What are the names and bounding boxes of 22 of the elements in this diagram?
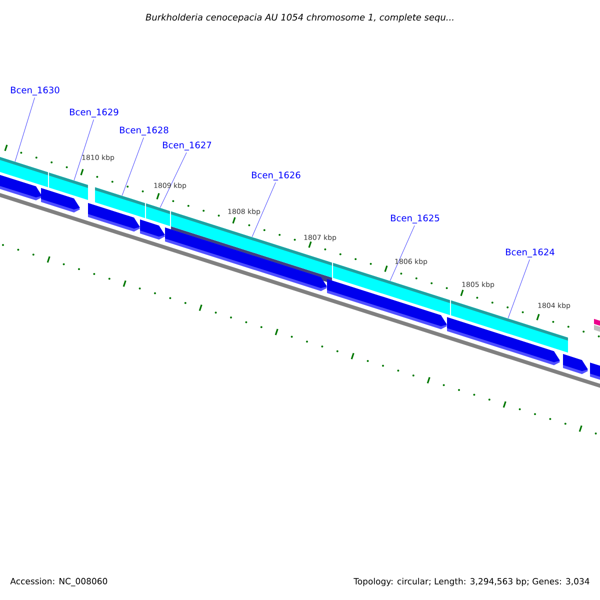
gene-bar (146, 203, 170, 226)
leader-line (122, 137, 144, 196)
gene-label: Bcen_1625 (391, 214, 440, 224)
gene-label: Bcen_1624 (506, 248, 554, 258)
gene-label: Bcen_1628 (120, 126, 168, 136)
gene-label: Bcen_1627 (163, 142, 212, 150)
leader-line (508, 259, 530, 318)
summary-text: Topology: circular; Length: 3,294,563 bp; Genes: 3,034 (354, 578, 590, 586)
gene-bar (95, 187, 145, 218)
leader-line (160, 152, 187, 208)
title: Burkholderia cenocepacia AU 1054 chromosome 1, complete sequ... (146, 14, 454, 22)
leader-line (390, 225, 415, 281)
gene-label: Bcen_1630 (11, 86, 60, 96)
accession-text: Accession: NC_008060 (10, 578, 108, 586)
gene-bar (451, 300, 568, 353)
gene-bar (49, 172, 88, 200)
gene-label: Bcen_1629 (70, 108, 118, 118)
gene-bar (0, 157, 48, 188)
leader-line (252, 182, 276, 238)
leader-line (74, 119, 94, 180)
leader-line (14, 97, 35, 162)
gene-label: Bcen_1626 (252, 172, 300, 180)
